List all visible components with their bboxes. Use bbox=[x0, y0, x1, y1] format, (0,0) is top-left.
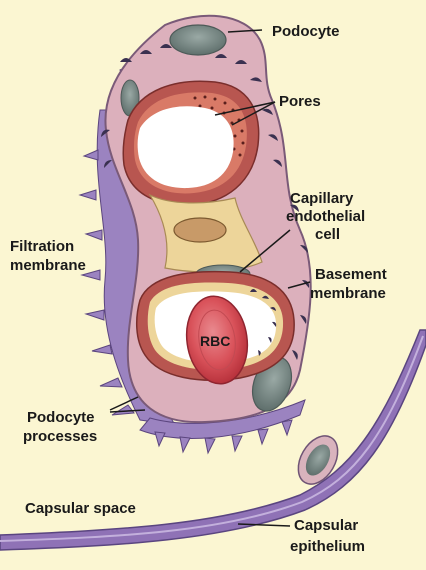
label-filtration-line2: membrane bbox=[10, 257, 86, 274]
red-blood-cell bbox=[185, 295, 249, 385]
label-podocyte-processes-line2: processes bbox=[23, 428, 97, 445]
capsular-epithelium bbox=[0, 329, 426, 551]
leader-lines bbox=[109, 29, 311, 527]
label-capillary-line3: cell bbox=[315, 226, 340, 243]
pores-lower bbox=[250, 289, 277, 356]
label-capsular-epithelium-line1: Capsular bbox=[294, 517, 358, 534]
label-filtration-line1: Filtration bbox=[10, 238, 74, 255]
capillary-lumen-upper bbox=[137, 106, 234, 189]
label-rbc: RBC bbox=[200, 333, 230, 349]
label-capillary-line2: endothelial bbox=[286, 208, 365, 225]
label-capillary-line1: Capillary bbox=[290, 190, 354, 207]
label-podocyte-processes-line1: Podocyte bbox=[27, 409, 95, 426]
label-capsular-epithelium-line2: epithelium bbox=[290, 538, 365, 555]
label-capsular-space: Capsular space bbox=[25, 500, 136, 517]
label-podocyte: Podocyte bbox=[272, 23, 340, 40]
label-basement-line1: Basement bbox=[315, 266, 387, 283]
pores-upper bbox=[193, 95, 245, 157]
label-pores: Pores bbox=[279, 93, 321, 110]
label-basement-line2: membrane bbox=[310, 285, 386, 302]
endothelial-nucleus bbox=[173, 217, 227, 243]
